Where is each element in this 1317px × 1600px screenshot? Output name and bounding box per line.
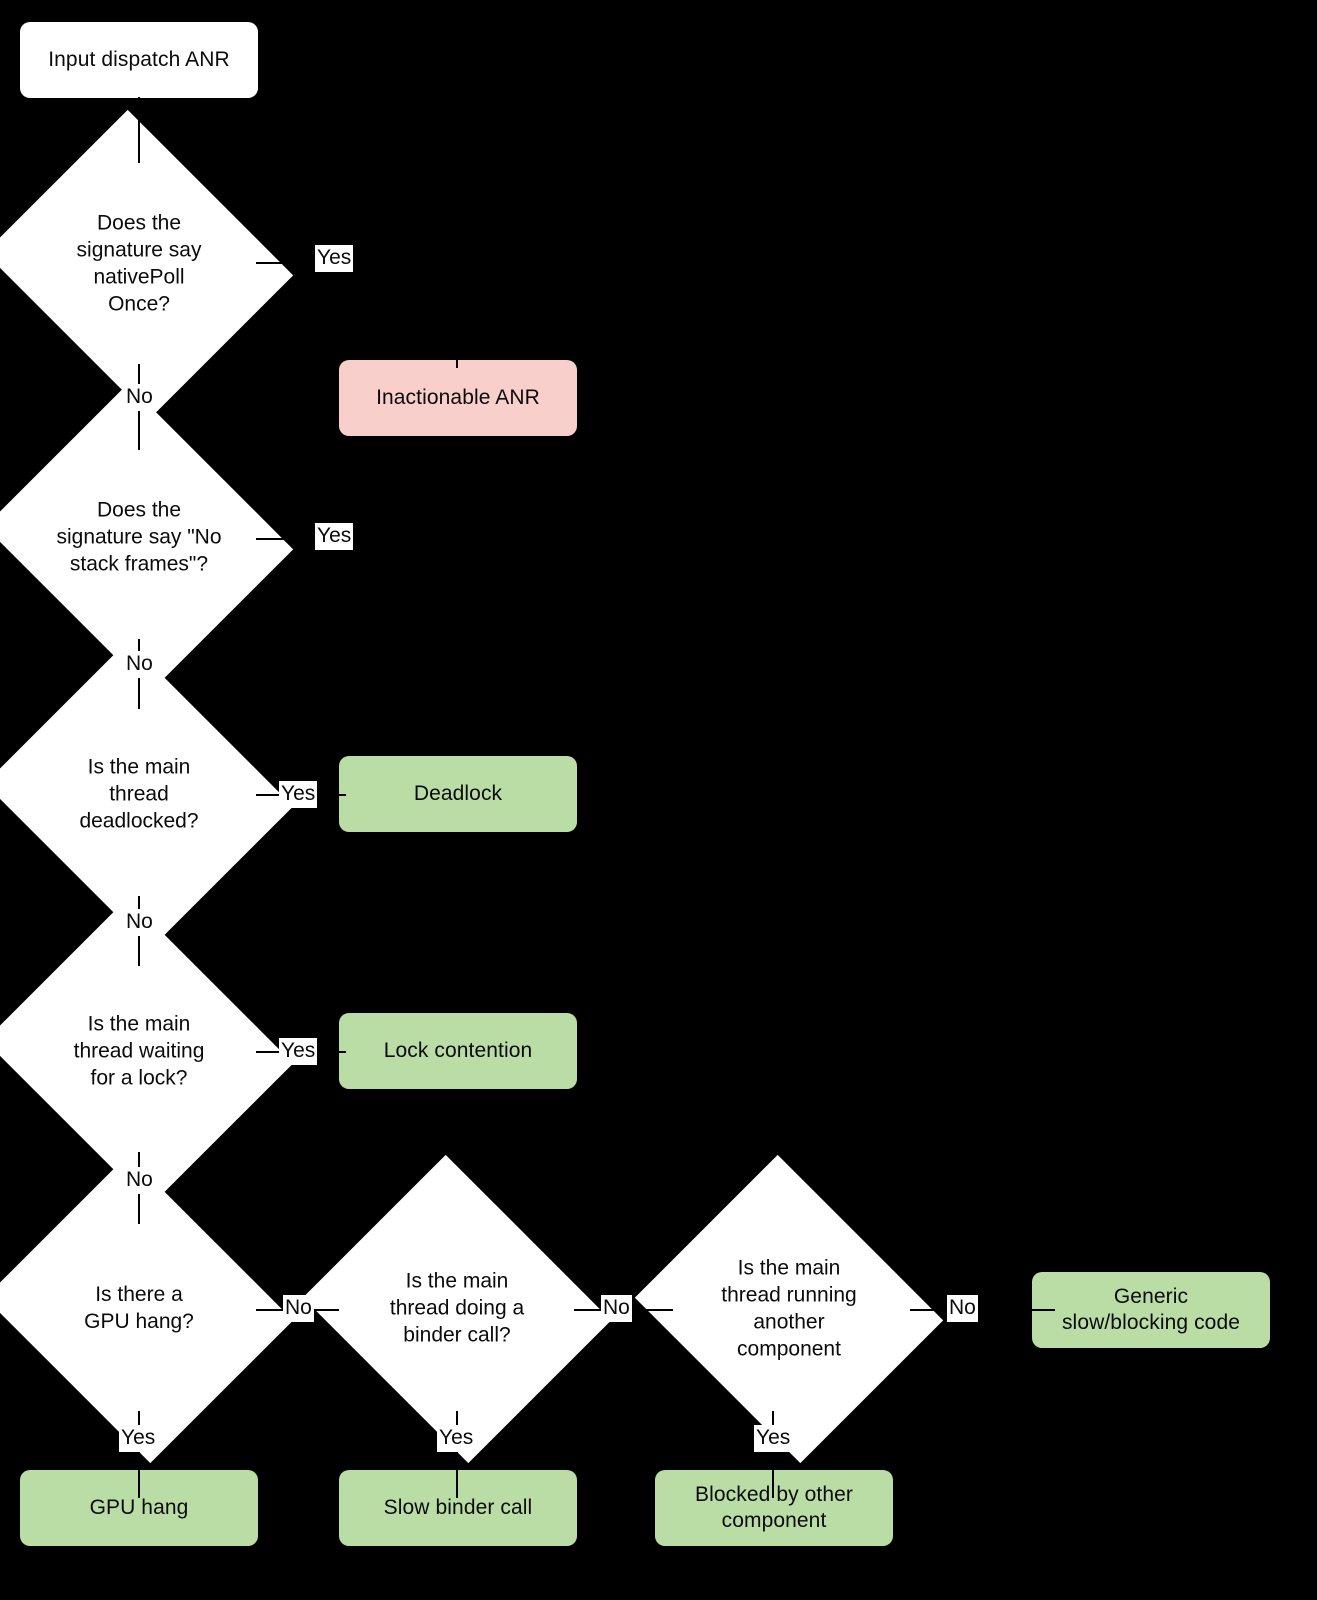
node-result-blocked-by-other-component[interactable]: Blocked by other component bbox=[655, 1470, 893, 1546]
node-label: Is the main thread running another compo… bbox=[721, 1256, 857, 1360]
edge-label-d4-no: No bbox=[124, 1167, 155, 1195]
node-label: Is the main thread doing a binder call? bbox=[389, 1269, 525, 1347]
edge-d6-yes bbox=[456, 1411, 458, 1498]
node-result-slow-binder-call[interactable]: Slow binder call bbox=[339, 1470, 577, 1546]
node-label: Blocked by other component bbox=[694, 1483, 854, 1532]
edge-label-d1-no: No bbox=[124, 384, 155, 412]
edge-label-d7-no: No bbox=[947, 1295, 978, 1323]
node-decision-waiting-for-lock[interactable]: Is the main thread waiting for a lock? bbox=[0, 897, 294, 1207]
edge-label-d7-yes: Yes bbox=[754, 1425, 793, 1453]
node-start-input-dispatch-anr[interactable]: Input dispatch ANR bbox=[20, 22, 258, 98]
edge-d1-yes-down bbox=[456, 262, 458, 368]
node-label: Input dispatch ANR bbox=[48, 48, 230, 72]
node-decision-main-thread-deadlocked[interactable]: Is the main thread deadlocked? bbox=[0, 640, 294, 950]
node-result-inactionable-anr[interactable]: Inactionable ANR bbox=[339, 360, 577, 436]
edge-label-d2-no: No bbox=[124, 651, 155, 679]
edge-d5-yes bbox=[138, 1411, 140, 1498]
node-label: Is there a GPU hang? bbox=[84, 1283, 194, 1333]
edge-label-d4-yes: Yes bbox=[279, 1038, 318, 1066]
node-label: Is the main thread deadlocked? bbox=[79, 755, 199, 833]
node-label: Deadlock bbox=[413, 782, 503, 806]
node-label: GPU hang bbox=[89, 1496, 189, 1520]
node-result-deadlock[interactable]: Deadlock bbox=[339, 756, 577, 832]
node-result-lock-contention[interactable]: Lock contention bbox=[339, 1013, 577, 1089]
node-label: Lock contention bbox=[383, 1039, 533, 1063]
edge-label-d3-no: No bbox=[124, 909, 155, 937]
node-decision-binder-call[interactable]: Is the main thread doing a binder call? bbox=[302, 1154, 612, 1464]
edge-label-d6-no: No bbox=[601, 1295, 632, 1323]
edge-d2-yes bbox=[256, 538, 457, 540]
node-decision-gpu-hang[interactable]: Is there a GPU hang? bbox=[0, 1154, 294, 1464]
node-label: Inactionable ANR bbox=[376, 386, 540, 410]
node-label: Is the main thread waiting for a lock? bbox=[73, 1012, 205, 1090]
edge-label-d3-yes: Yes bbox=[279, 781, 318, 809]
edge-d7-no bbox=[910, 1309, 1055, 1311]
edge-label-d2-yes: Yes bbox=[315, 523, 354, 551]
node-decision-no-stack-frames[interactable]: Does the signature say "No stack frames"… bbox=[0, 383, 294, 693]
node-label: Generic slow/blocking code bbox=[1061, 1285, 1241, 1334]
edge-d1-yes bbox=[256, 262, 457, 264]
node-label: Does the signature say nativePoll Once? bbox=[76, 211, 202, 315]
node-decision-running-another-component[interactable]: Is the main thread running another compo… bbox=[634, 1154, 944, 1464]
edge-label-d5-yes: Yes bbox=[119, 1425, 158, 1453]
node-decision-nativepollonce[interactable]: Does the signature say nativePoll Once? bbox=[0, 109, 294, 419]
edge-start-to-d1 bbox=[138, 97, 140, 163]
node-label: Slow binder call bbox=[383, 1496, 533, 1520]
edge-label-d5-no: No bbox=[283, 1295, 314, 1323]
node-label: Does the signature say "No stack frames"… bbox=[56, 498, 222, 576]
edge-label-d6-yes: Yes bbox=[437, 1425, 476, 1453]
edge-label-d1-yes: Yes bbox=[315, 245, 354, 273]
edge-d7-yes bbox=[772, 1411, 774, 1498]
node-result-generic-slow-blocking-code[interactable]: Generic slow/blocking code bbox=[1032, 1272, 1270, 1348]
